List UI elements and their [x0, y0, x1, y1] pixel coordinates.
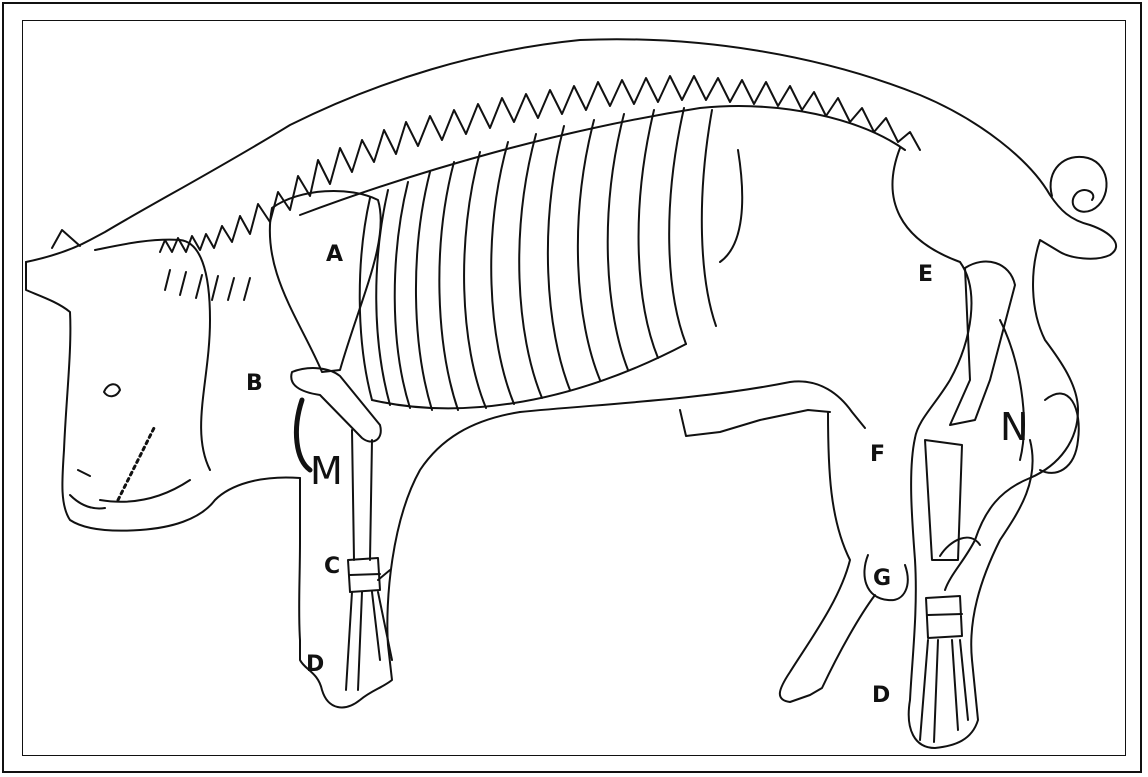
label-A: A — [326, 244, 343, 266]
hind-toes — [920, 640, 968, 742]
tail — [1051, 157, 1107, 212]
label-C: C — [324, 556, 340, 578]
far-hind-leg — [780, 412, 875, 702]
label-F: F — [870, 444, 885, 466]
hind-leg-back — [940, 538, 980, 556]
teeth — [118, 428, 154, 500]
label-B: B — [246, 373, 263, 395]
ribs — [360, 108, 742, 410]
label-G: G — [873, 568, 891, 590]
label-E: E — [918, 264, 933, 286]
rump-bulge — [1040, 394, 1079, 473]
hind-femur — [950, 262, 1015, 425]
front-carpals — [348, 558, 380, 592]
belly-lower — [680, 410, 830, 436]
scapula — [270, 191, 381, 372]
label-D-front: D — [306, 654, 324, 676]
hind-tarsals — [926, 596, 962, 638]
belly-line — [520, 381, 865, 428]
front-toes — [346, 592, 392, 690]
snout-lines — [70, 470, 105, 508]
hind-thigh — [893, 148, 972, 438]
chest-thick-line — [296, 400, 310, 470]
eye — [104, 384, 120, 396]
spine — [160, 76, 920, 252]
label-N: N — [1000, 408, 1028, 446]
front-leg-bone — [352, 430, 372, 560]
spine-lower — [300, 106, 905, 215]
ear — [52, 230, 80, 248]
face-line — [95, 240, 210, 470]
label-M: M — [310, 452, 343, 490]
jaw-line — [100, 480, 190, 502]
label-D-hind: D — [872, 685, 890, 707]
hind-tibia — [925, 440, 962, 560]
head-outline — [26, 262, 300, 531]
body-outline — [26, 39, 1116, 590]
